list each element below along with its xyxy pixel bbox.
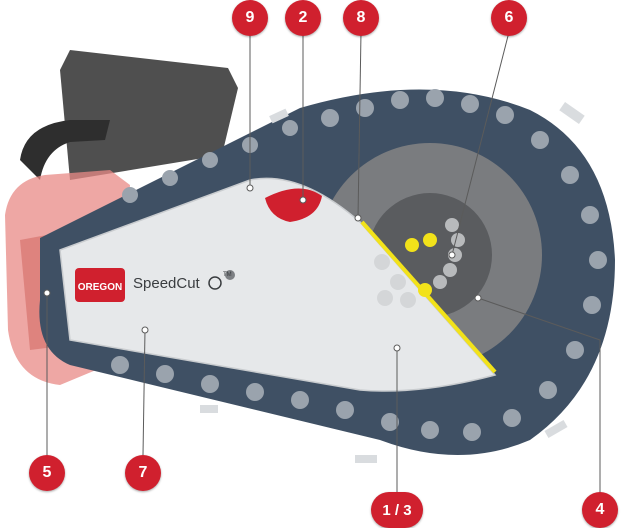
oregon-logo-badge: [75, 268, 125, 302]
bar-nose-edge: [360, 220, 497, 374]
sprocket-bearings: [433, 218, 465, 289]
trademark-mark: TM: [223, 272, 232, 278]
callout-anchor-dots: [43, 184, 482, 352]
callout-leader-lines: [46, 31, 601, 495]
callout-6: 6: [491, 0, 527, 36]
chain-links: [111, 89, 607, 441]
product-name-icon: [208, 276, 222, 290]
rear-handle: [20, 120, 110, 180]
callout-9: 9: [232, 0, 268, 36]
callout-7: 7: [125, 455, 161, 491]
callout-5: 5: [29, 455, 65, 491]
callout-4: 4: [582, 492, 618, 528]
bar-bolt-hole: [225, 270, 235, 280]
oil-hole: [265, 188, 322, 222]
oregon-logo-text: OREGON: [78, 282, 122, 293]
hand-guard: [60, 50, 238, 180]
callout-1-3: 1 / 3: [371, 492, 423, 528]
product-name: SpeedCut: [133, 275, 201, 292]
guide-bar: [59, 177, 497, 392]
callout-2: 2: [285, 0, 321, 36]
callout-8: 8: [343, 0, 379, 36]
bar-rivets: [374, 233, 437, 308]
cutter-teeth: [200, 102, 585, 463]
